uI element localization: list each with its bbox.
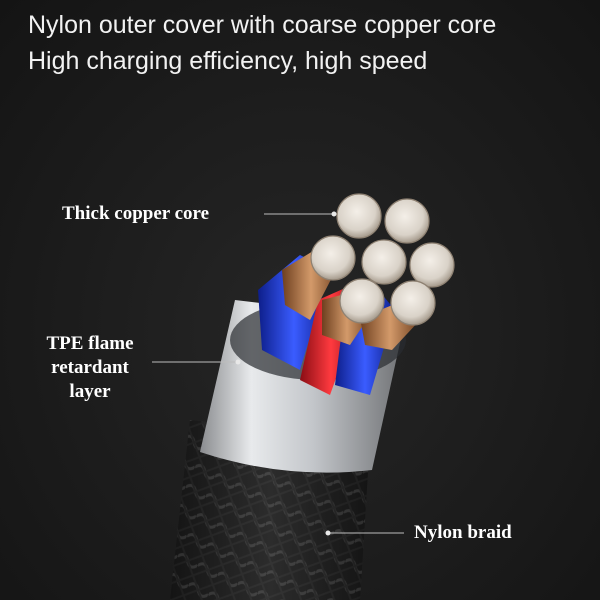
- callout-leaders: [152, 211, 404, 536]
- headline-line-1: Nylon outer cover with coarse copper cor…: [28, 11, 497, 39]
- copper-core-ends: [310, 193, 455, 326]
- headline-line-2: High charging efficiency, high speed: [28, 47, 428, 75]
- callout-tpe-line-1: TPE flame: [46, 333, 134, 354]
- callout-nylon-braid: Nylon braid: [414, 522, 512, 543]
- callout-tpe-line-3: layer: [69, 381, 111, 402]
- callout-copper-core: Thick copper core: [62, 203, 210, 224]
- callout-tpe-layer: TPE flame retardant layer: [30, 332, 150, 404]
- callout-tpe-line-2: retardant: [51, 357, 129, 378]
